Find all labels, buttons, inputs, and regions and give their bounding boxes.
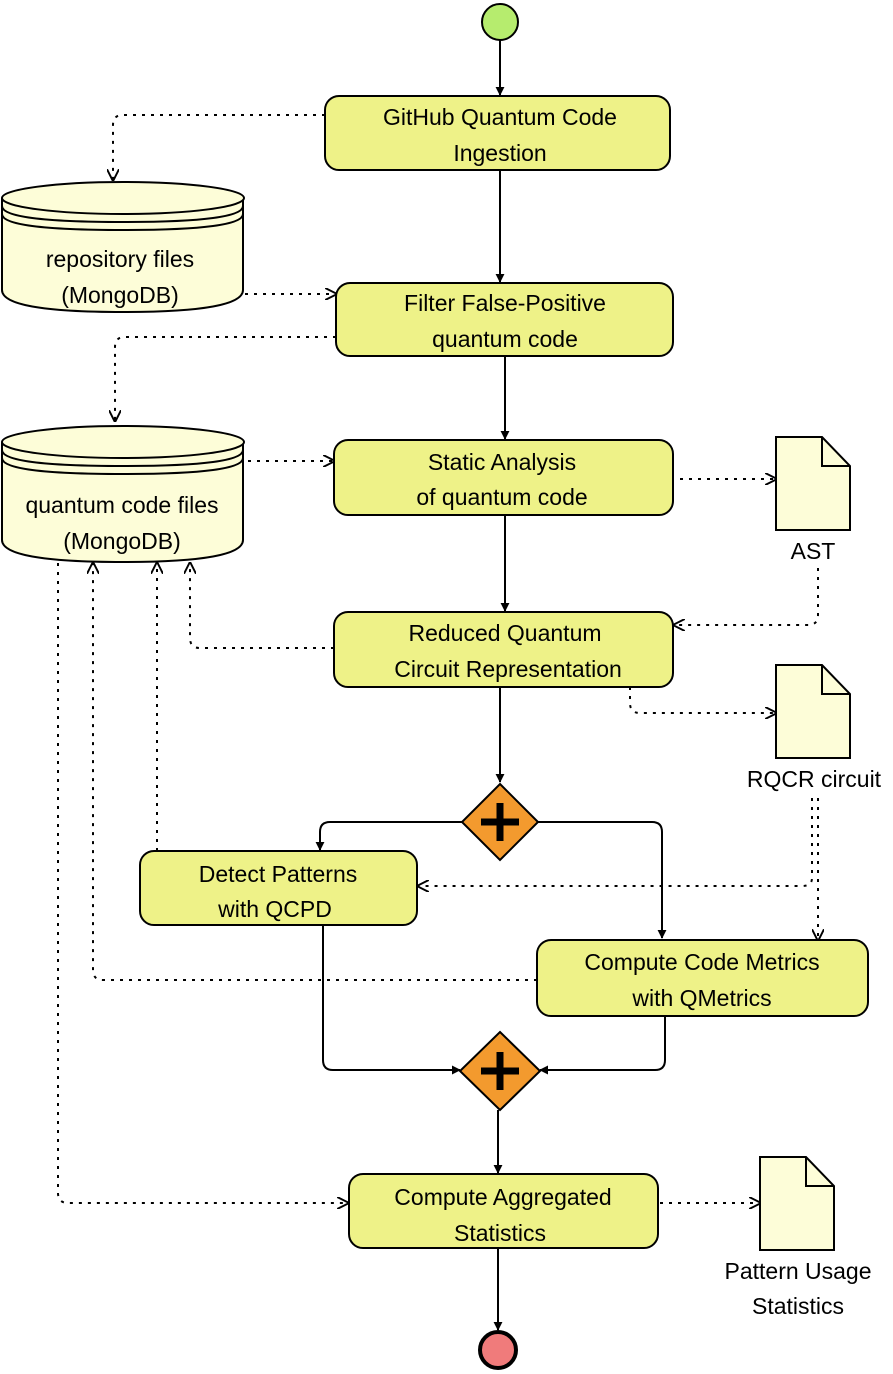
- task-filter-line1: Filter False-Positive: [404, 290, 606, 316]
- task-detect-patterns: Detect Patterns with QCPD: [139, 850, 418, 926]
- flow-fork-to-metrics: [538, 821, 667, 939]
- assoc-filter-to-quantum-store: [115, 336, 336, 421]
- assoc-reduced-to-rqcr: [629, 687, 776, 713]
- flow-detect-to-join: [322, 925, 461, 1075]
- task-static-line1: Static Analysis: [428, 449, 576, 475]
- plus-icon: [481, 803, 519, 841]
- task-metrics-line1: Compute Code Metrics: [584, 949, 819, 975]
- end-event: [478, 1330, 518, 1370]
- plus-icon: [481, 1052, 519, 1090]
- artifact-ast: AST: [775, 436, 851, 564]
- document-icon: [775, 436, 851, 531]
- repository-store-line2: (MongoDB): [61, 282, 179, 308]
- rqcr-label: RQCR circuit: [747, 766, 882, 792]
- task-detect-line2: with QCPD: [217, 896, 332, 922]
- start-event: [481, 3, 519, 41]
- stats-label-line1: Pattern Usage: [724, 1258, 871, 1284]
- stats-label-line2: Statistics: [752, 1293, 844, 1319]
- datastore-repository-files: repository files (MongoDB): [1, 181, 245, 314]
- sequence-flows: [315, 40, 667, 1331]
- parallel-gateway-join: [458, 1030, 542, 1112]
- assoc-ast-to-reduced: [674, 568, 819, 625]
- assoc-metrics-to-quantum-store: [93, 563, 537, 981]
- task-ingestion: GitHub Quantum Code Ingestion: [324, 95, 671, 171]
- flow-fork-to-detect: [315, 821, 462, 851]
- quantum-store-line1: quantum code files: [25, 492, 218, 518]
- task-compute-aggregated: Compute Aggregated Statistics: [348, 1173, 659, 1249]
- datastore-quantum-code-files: quantum code files (MongoDB): [1, 425, 245, 564]
- task-reduced-line2: Circuit Representation: [394, 656, 622, 682]
- database-icon: [1, 198, 244, 314]
- ast-label: AST: [791, 538, 836, 564]
- assoc-ingestion-to-repository: [113, 114, 325, 180]
- flow-metrics-to-join: [539, 1016, 666, 1075]
- assoc-quantum-store-to-aggregate: [57, 563, 348, 1203]
- task-aggregate-line1: Compute Aggregated: [394, 1184, 611, 1210]
- task-reduced-line1: Reduced Quantum: [408, 620, 601, 646]
- document-icon: [775, 664, 851, 759]
- task-reduced-representation: Reduced Quantum Circuit Representation: [333, 611, 674, 688]
- task-metrics-line2: with QMetrics: [631, 985, 771, 1011]
- task-static-analysis: Static Analysis of quantum code: [333, 439, 674, 516]
- artifact-pattern-usage-statistics: Pattern Usage Statistics: [724, 1156, 872, 1319]
- task-filter: Filter False-Positive quantum code: [335, 282, 674, 357]
- task-ingestion-line1: GitHub Quantum Code: [383, 104, 617, 130]
- task-static-line2: of quantum code: [416, 484, 587, 510]
- assoc-reduced-to-quantum-store: [190, 563, 334, 649]
- parallel-gateway-fork: [460, 782, 540, 862]
- task-aggregate-line2: Statistics: [454, 1220, 546, 1246]
- artifact-rqcr-circuit: RQCR circuit: [747, 664, 882, 792]
- repository-store-line1: repository files: [46, 246, 194, 272]
- data-associations: [57, 114, 819, 1203]
- task-filter-line2: quantum code: [432, 326, 578, 352]
- task-compute-metrics: Compute Code Metrics with QMetrics: [536, 939, 869, 1017]
- quantum-store-line2: (MongoDB): [63, 528, 181, 554]
- task-ingestion-line2: Ingestion: [453, 140, 546, 166]
- document-icon: [759, 1156, 835, 1251]
- task-detect-line1: Detect Patterns: [199, 861, 358, 887]
